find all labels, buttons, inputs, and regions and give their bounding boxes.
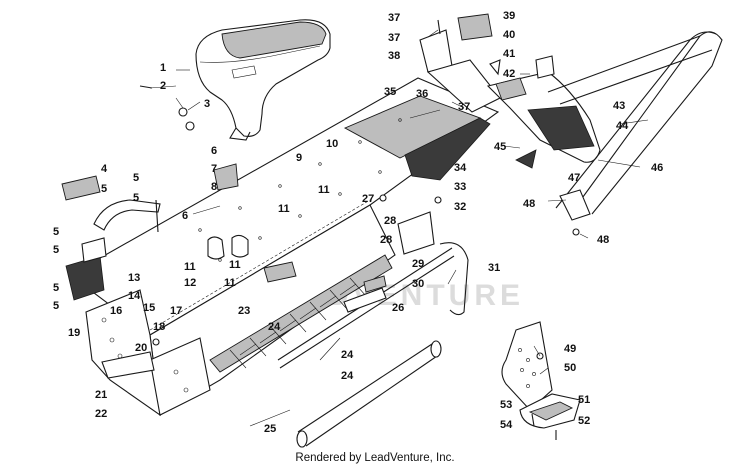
seat-fasteners [139, 85, 195, 131]
footer-credit: Rendered by LeadVenture, Inc. [295, 452, 455, 464]
callout-40[interactable]: 33 [454, 181, 466, 193]
seat-assembly [195, 19, 331, 141]
callout-51[interactable]: 48 [597, 234, 609, 246]
callout-3[interactable]: 15 [143, 302, 155, 314]
callout-6-upper[interactable]: 6 [211, 145, 217, 157]
callout-13-left[interactable]: 14 [128, 290, 141, 302]
callout-5-right[interactable]: 31 [488, 262, 500, 274]
rear-bumper [547, 31, 723, 236]
front-brackets [61, 175, 161, 379]
callout-52[interactable]: 1 [160, 62, 166, 74]
callout-28-left[interactable]: 22 [95, 408, 107, 420]
callout-32[interactable]: 51 [578, 394, 590, 406]
callout-10[interactable]: 11 [224, 277, 236, 289]
callout-35[interactable]: 24 [341, 370, 354, 382]
callout-5-rear[interactable]: 44 [616, 120, 629, 132]
callout-5-deck[interactable]: 10 [326, 138, 338, 150]
callout-43[interactable]: 37 [388, 32, 400, 44]
callout-25[interactable]: 5 [53, 244, 59, 256]
callout-11-lower[interactable]: 23 [238, 305, 250, 317]
callout-11-left[interactable]: 13 [128, 272, 140, 284]
callout-34[interactable]: 24 [341, 349, 354, 361]
callout-39[interactable]: 30 [412, 278, 424, 290]
callout-26[interactable]: 5 [53, 300, 59, 312]
callout-54[interactable]: 3 [204, 98, 210, 110]
rear-seat-bracket [419, 13, 501, 113]
callout-49[interactable]: 48 [523, 198, 535, 210]
callout-11-rear[interactable]: 36 [416, 88, 428, 100]
callout-18[interactable]: 16 [110, 305, 122, 317]
callout-12[interactable]: 9 [296, 152, 302, 164]
callout-labels: 1 2 3 4 5 5 5 5 5 5 5 6 6 7 8 9 10 11 11… [53, 10, 663, 435]
callout-50[interactable]: 46 [651, 162, 663, 174]
callout-46[interactable]: 41 [503, 48, 515, 60]
callout-53[interactable]: 2 [160, 80, 166, 92]
callout-6-mid[interactable]: 11 [318, 184, 330, 196]
callout-15[interactable]: 11 [184, 261, 196, 273]
callout-48-top[interactable]: 40 [503, 29, 515, 41]
callout-37-rear[interactable]: 47 [568, 172, 580, 184]
callout-37-b[interactable]: 28 [380, 234, 392, 246]
callout-41[interactable]: 34 [454, 162, 467, 174]
callout-31[interactable]: 50 [564, 362, 576, 374]
callout-8[interactable]: 8 [211, 181, 217, 193]
callout-24-right[interactable]: 49 [564, 343, 576, 355]
callout-37-a[interactable]: 27 [362, 193, 374, 205]
callout-29[interactable]: 53 [500, 399, 512, 411]
tunnel-chassis [68, 77, 500, 417]
callout-36[interactable]: 25 [264, 423, 276, 435]
callout-22[interactable]: 4 [101, 163, 108, 175]
cross-shafts [277, 247, 455, 448]
callout-38[interactable]: 29 [412, 258, 424, 270]
callout-44[interactable]: 39 [503, 10, 515, 22]
callout-48-mid[interactable]: 45 [494, 141, 506, 153]
callout-20[interactable]: 5 [133, 192, 139, 204]
callout-19[interactable]: 20 [135, 342, 147, 354]
callout-16[interactable]: 12 [184, 277, 196, 289]
callout-4[interactable]: 26 [392, 302, 404, 314]
callout-9[interactable]: 11 [229, 259, 241, 271]
leader-lines [149, 29, 649, 427]
callout-42[interactable]: 38 [388, 50, 400, 62]
callout-27[interactable]: 21 [95, 389, 107, 401]
callout-17[interactable]: 18 [153, 321, 165, 333]
callout-2[interactable]: 19 [68, 327, 80, 339]
callout-5-b[interactable]: 28 [384, 215, 396, 227]
callout-13-rear[interactable]: 35 [384, 86, 396, 98]
rear-flap-assembly [486, 55, 601, 169]
callout-14[interactable]: 37 [458, 101, 470, 113]
callout-24-left-upper[interactable]: 5 [53, 226, 59, 238]
callout-33[interactable]: 32 [454, 201, 466, 213]
callout-30[interactable]: 54 [500, 419, 513, 431]
callout-5-left[interactable]: 17 [170, 305, 182, 317]
callout-11-top[interactable]: 37 [388, 12, 400, 24]
rear-lower-brackets [501, 321, 581, 440]
callout-21[interactable]: 5 [133, 172, 139, 184]
callout-1[interactable]: 6 [182, 210, 188, 222]
callout-7[interactable]: 7 [211, 163, 217, 175]
callout-47[interactable]: 43 [613, 100, 625, 112]
callout-45[interactable]: 42 [503, 68, 515, 80]
callout-5-lower[interactable]: 24 [268, 321, 281, 333]
callout-23[interactable]: 5 [101, 183, 107, 195]
callout-11-mid[interactable]: 11 [278, 203, 290, 215]
side-brackets [363, 194, 469, 316]
callout-24-left-lower[interactable]: 5 [53, 282, 59, 294]
callout-28-right[interactable]: 52 [578, 415, 590, 427]
